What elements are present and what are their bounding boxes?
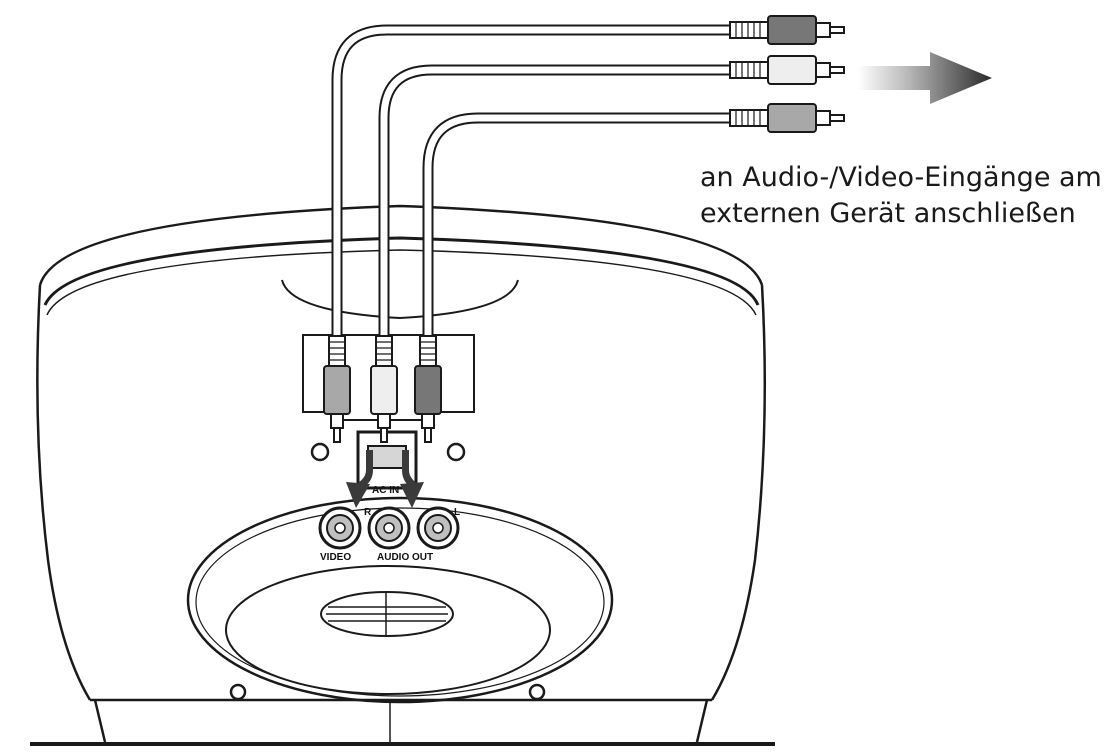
audio-l-jack <box>416 506 460 550</box>
video-jack <box>318 506 362 550</box>
direction-arrow-icon <box>858 52 992 104</box>
rca-plug-vertical-yellow <box>323 335 351 443</box>
rca-plug-vertical-red <box>414 335 442 443</box>
l-label: L <box>454 507 460 518</box>
video-label: VIDEO <box>320 552 351 563</box>
rca-plug-horizontal-yellow <box>729 103 845 133</box>
caption-line-1: an Audio-/Video-Eingänge am <box>700 162 1102 193</box>
ac-in-label: AC IN <box>372 485 399 496</box>
caption-line-2: externen Gerät anschließen <box>700 198 1076 229</box>
connection-caption: an Audio-/Video-Eingänge am externen Ger… <box>700 160 1102 232</box>
device-body <box>30 204 775 746</box>
rca-plug-horizontal-red <box>729 15 845 45</box>
r-label: R <box>364 507 372 518</box>
connector-panel <box>186 496 614 704</box>
rca-plug-vertical-white <box>370 335 398 443</box>
insert-arrow-icon <box>346 450 424 508</box>
audio-out-label: AUDIO OUT <box>377 552 433 563</box>
audio-r-jack <box>367 506 411 550</box>
av-cables <box>331 24 732 338</box>
rca-plug-horizontal-white <box>729 55 845 85</box>
